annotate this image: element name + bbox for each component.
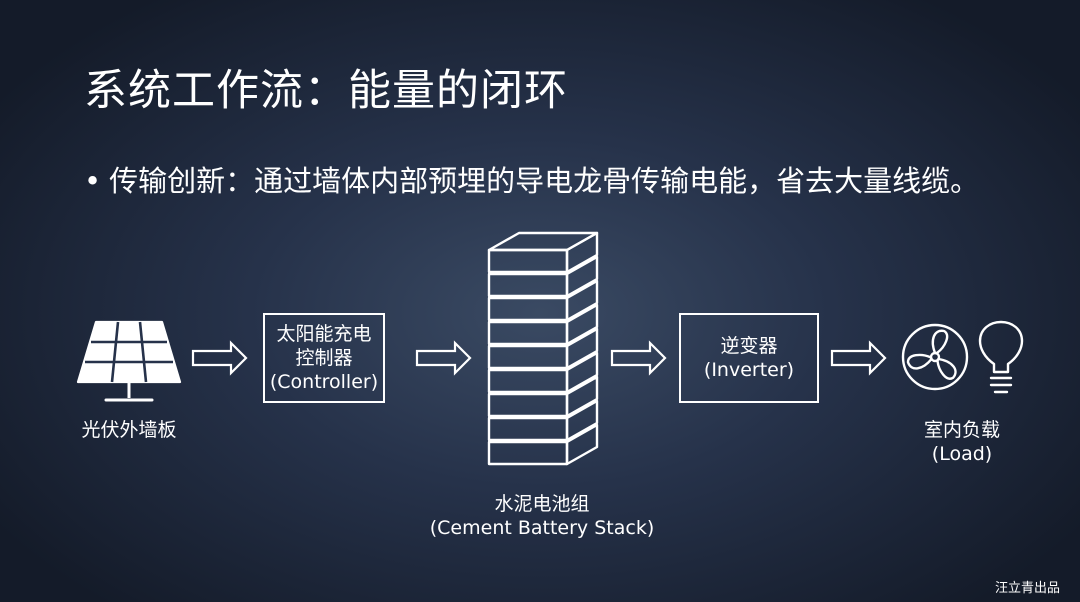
inverter-label-line1: 逆变器 (720, 335, 778, 357)
slide-title: 系统工作流：能量的闭环 (84, 66, 568, 116)
light-bulb-icon (978, 320, 1024, 394)
flow-arrow-4 (830, 340, 887, 376)
battery-cell (487, 423, 599, 466)
load-label: 室内负载 (Load) (924, 418, 1000, 466)
battery-label-line2: (Cement Battery Stack) (429, 517, 655, 539)
solar-panel-label: 光伏外墙板 (81, 419, 177, 441)
battery-cell (487, 351, 599, 394)
battery-cell (487, 399, 599, 442)
battery-cell (487, 231, 599, 274)
controller-box: 太阳能充电 控制器 (Controller) (263, 313, 385, 403)
battery-cell (487, 279, 599, 322)
battery-stack-icon (487, 231, 599, 466)
battery-label-line1: 水泥电池组 (494, 493, 590, 515)
solar-panel-icon (76, 320, 182, 402)
battery-cell (487, 375, 599, 418)
load-label-line1: 室内负载 (923, 419, 1001, 441)
fan-icon (901, 323, 969, 391)
bullet-text: 传输创新：通过墙体内部预埋的导电龙骨传输电能，省去大量线缆。 (109, 164, 980, 198)
flow-arrow-2 (415, 340, 472, 376)
inverter-box: 逆变器 (Inverter) (679, 313, 819, 403)
load-label-line2: (Load) (931, 443, 993, 465)
controller-label-line3: (Controller) (269, 371, 379, 393)
author-credit: 汪立青出品 (994, 581, 1060, 596)
bullet-point: •传输创新：通过墙体内部预埋的导电龙骨传输电能，省去大量线缆。 (84, 158, 979, 200)
inverter-label-line2: (Inverter) (703, 359, 795, 381)
flow-arrow-3 (610, 340, 667, 376)
battery-label: 水泥电池组 (Cement Battery Stack) (430, 492, 654, 540)
battery-cell (487, 303, 599, 346)
battery-cell (487, 327, 599, 370)
controller-label-line2: 控制器 (295, 347, 353, 369)
battery-cell (487, 255, 599, 298)
controller-label-line1: 太阳能充电 (276, 323, 372, 345)
flow-arrow-1 (191, 340, 248, 376)
bullet-marker: • (84, 164, 102, 198)
